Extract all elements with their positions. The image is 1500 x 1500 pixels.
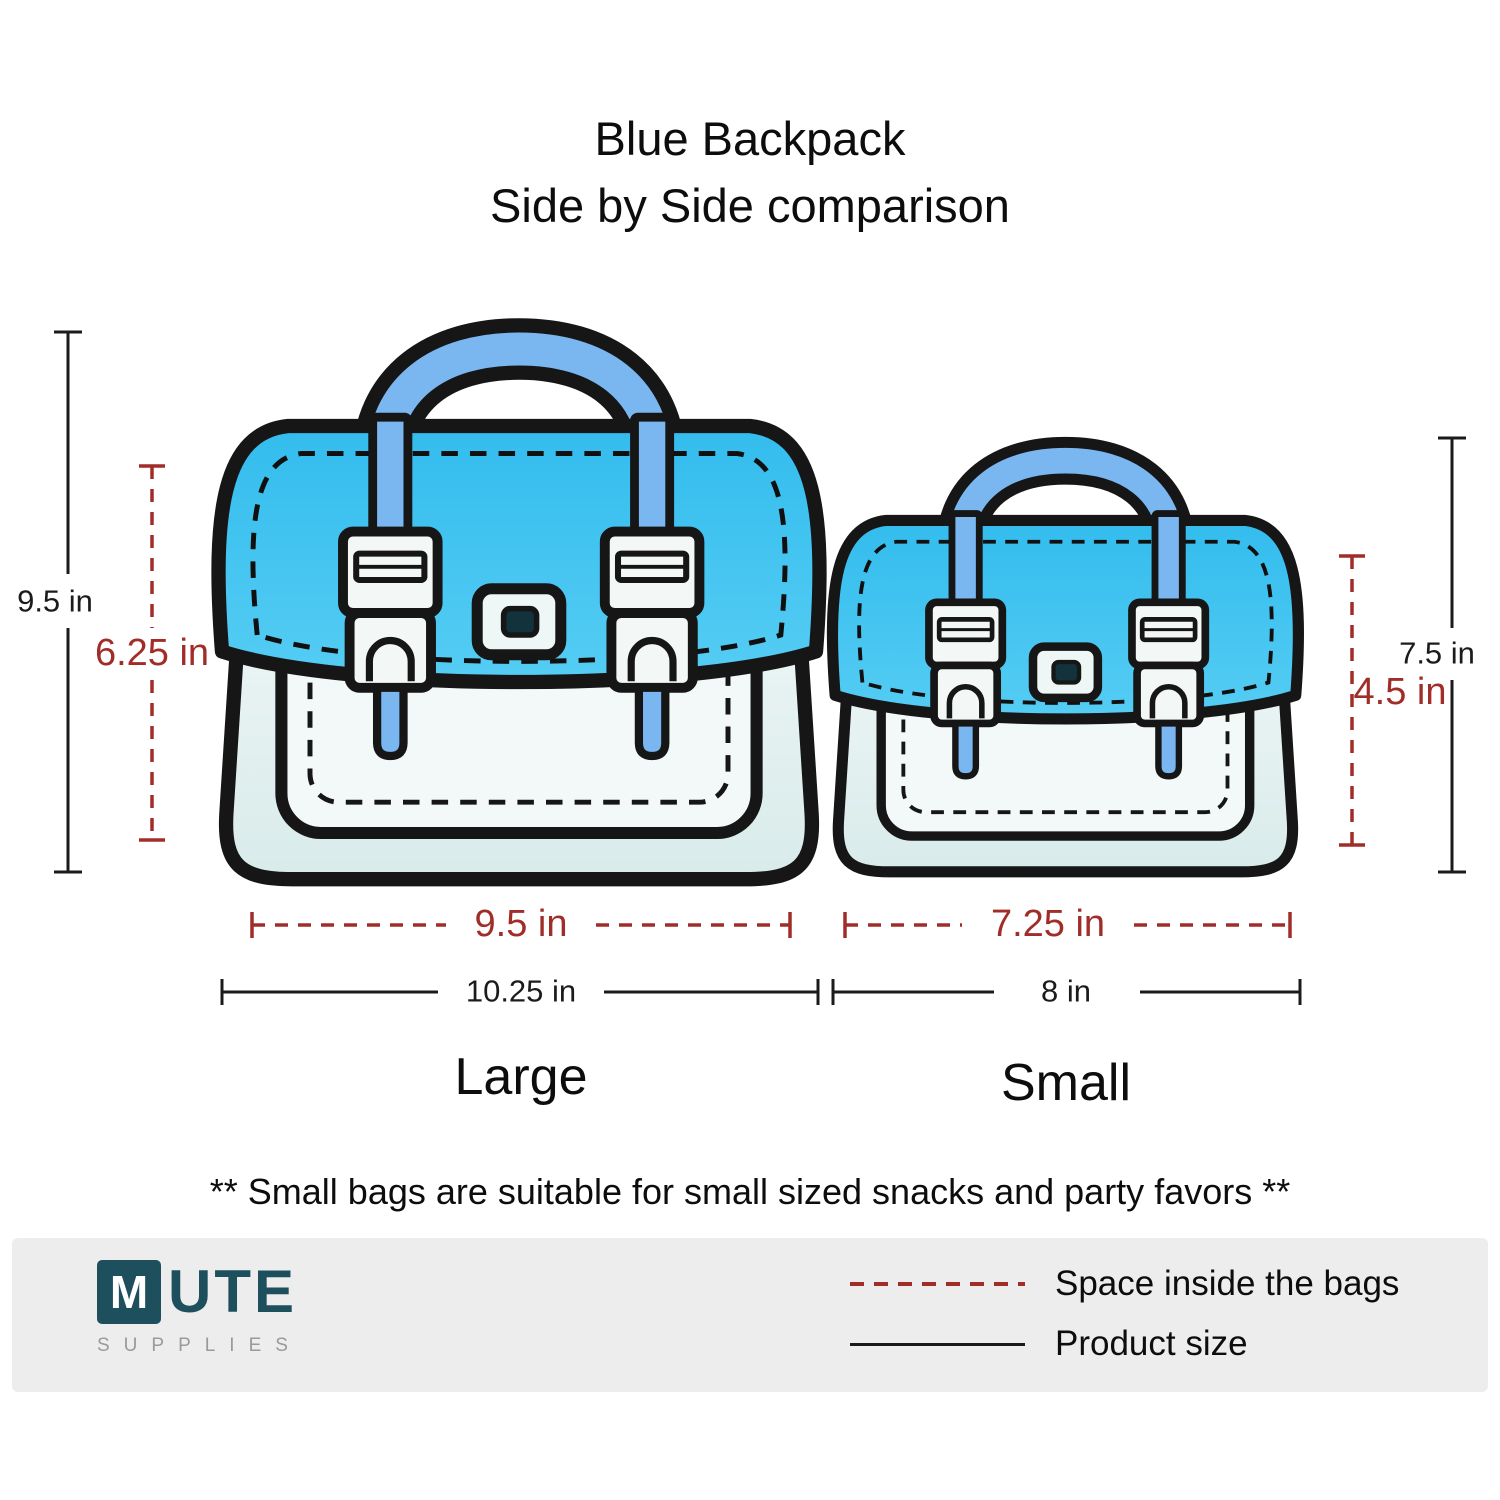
large-inner-height-label: 6.25 in: [94, 632, 210, 674]
brand-subtitle: SUPPLIES: [97, 1335, 302, 1356]
large-product-height-label: 9.5 in: [17, 583, 93, 619]
small-inner-width-line: [843, 912, 1292, 938]
legend: Space inside the bags Product size: [850, 1264, 1399, 1364]
dashed-red-line-sample: [850, 1282, 1025, 1286]
large-inner-height-line: [139, 464, 165, 842]
title-line2: Side by Side comparison: [490, 178, 1010, 232]
brand-name: UTE: [168, 1258, 297, 1325]
small-inner-height-label: 4.5 in: [1353, 671, 1447, 713]
title-line1: Blue Backpack: [594, 112, 906, 165]
legend-item-product-size: Product size: [850, 1324, 1399, 1364]
page-title: Blue Backpack Side by Side comparison: [0, 106, 1500, 239]
brand-name-row: M UTE: [97, 1260, 302, 1324]
large-bag-label: Large: [454, 1048, 588, 1106]
large-product-width-label: 10.25 in: [465, 973, 577, 1009]
solid-black-line-sample: [850, 1342, 1025, 1346]
large-product-width-line: [220, 979, 820, 1005]
small-bag-illustration: [832, 461, 1298, 872]
large-product-height-line: [54, 330, 82, 874]
footer-bar: M UTE SUPPLIES Space inside the bags Pro…: [12, 1238, 1488, 1392]
small-product-height-label: 7.5 in: [1399, 635, 1475, 671]
brand-logo: M UTE SUPPLIES: [97, 1260, 302, 1357]
legend-label-product-size: Product size: [1055, 1324, 1248, 1363]
large-bag-illustration: [219, 349, 820, 879]
legend-label-inside-space: Space inside the bags: [1055, 1264, 1400, 1303]
small-product-height-line: [1438, 436, 1466, 874]
footnote: ** Small bags are suitable for small siz…: [209, 1171, 1291, 1212]
small-inner-height-line: [1339, 554, 1365, 847]
small-product-width-line: [831, 979, 1302, 1005]
large-inner-width-label: 9.5 in: [474, 903, 568, 945]
small-inner-width-label: 7.25 in: [990, 903, 1106, 945]
large-inner-width-line: [250, 912, 792, 938]
legend-item-inside-space: Space inside the bags: [850, 1264, 1399, 1304]
brand-m-icon: M: [97, 1260, 161, 1324]
small-bag-label: Small: [1000, 1054, 1132, 1112]
small-product-width-label: 8 in: [1041, 973, 1091, 1009]
